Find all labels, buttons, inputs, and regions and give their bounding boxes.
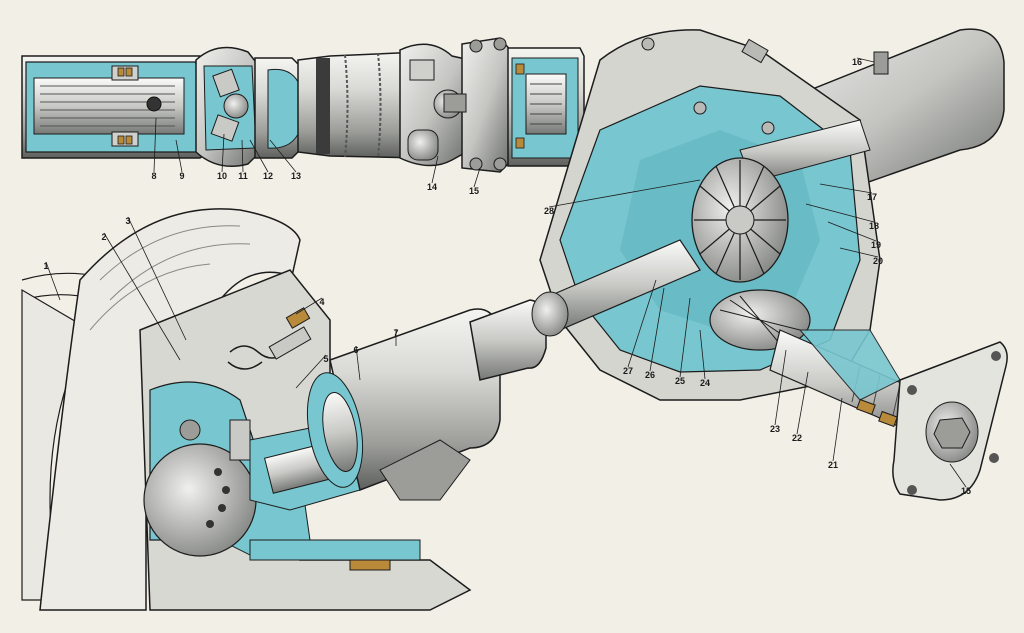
callout-label-23: 23 (770, 424, 780, 434)
callout-label-20: 20 (873, 256, 883, 266)
callout-label-22: 22 (792, 433, 802, 443)
callout-label-8: 8 (151, 171, 156, 181)
callout-leader-13 (269, 139, 297, 173)
callout-leader-27 (627, 279, 657, 368)
callout-label-2: 2 (101, 232, 106, 242)
callout-label-9: 9 (179, 171, 184, 181)
callout-leader-21 (832, 397, 843, 462)
callout-label-1: 1 (43, 261, 48, 271)
callout-leader-22 (796, 371, 809, 435)
callout-leader-19 (827, 221, 877, 242)
callout-label-14: 14 (427, 182, 437, 192)
callout-leader-10 (221, 133, 225, 173)
callout-leader-15a (473, 167, 481, 188)
callout-label-27: 27 (623, 366, 633, 376)
callout-label-13: 13 (291, 171, 301, 181)
callout-label-3: 3 (125, 216, 130, 226)
callout-label-25: 25 (675, 376, 685, 386)
callout-label-11: 11 (238, 171, 248, 181)
callout-leader-1 (45, 261, 61, 301)
callout-leader-11 (241, 139, 244, 173)
callout-leader-20 (839, 247, 879, 258)
callout-label-7: 7 (393, 328, 398, 338)
wheel-hub-assembly (21, 208, 547, 611)
callout-leader-4 (295, 297, 323, 315)
callout-label-5: 5 (323, 354, 328, 364)
callout-label-21: 21 (828, 460, 838, 470)
callout-leader-8 (153, 117, 157, 173)
callout-leader-24 (699, 329, 706, 380)
callout-leader-25 (679, 297, 691, 378)
callout-leader-9 (175, 139, 183, 173)
callout-leader-15b (949, 463, 967, 488)
callout-leader-16 (856, 57, 875, 63)
callout-leader-18 (805, 203, 875, 223)
callout-leader-17 (819, 183, 873, 194)
callout-label-4: 4 (319, 297, 324, 307)
callout-label-15b: 15 (961, 486, 971, 496)
callout-label-26: 26 (645, 370, 655, 380)
callout-leader-3 (127, 216, 187, 341)
differential-assembly (531, 28, 1008, 501)
callout-leader-28 (548, 179, 701, 208)
callout-label-18: 18 (869, 221, 879, 231)
callout-leader-5 (295, 354, 327, 389)
propeller-shaft-assembly (21, 37, 585, 173)
callout-label-12: 12 (263, 171, 273, 181)
callout-leader-26 (649, 287, 665, 372)
callout-label-6: 6 (353, 345, 358, 355)
callout-leader-6 (355, 345, 361, 381)
callout-label-17: 17 (867, 192, 877, 202)
callout-label-16: 16 (852, 57, 862, 67)
callout-leader-23 (774, 349, 787, 426)
callout-label-15a: 15 (469, 186, 479, 196)
callout-label-28: 28 (544, 206, 554, 216)
callout-label-24: 24 (700, 378, 710, 388)
callout-leader-2 (103, 232, 181, 361)
callout-label-10: 10 (217, 171, 227, 181)
callout-leader-12 (249, 139, 269, 173)
callout-label-19: 19 (871, 240, 881, 250)
callout-leader-14 (431, 155, 439, 184)
